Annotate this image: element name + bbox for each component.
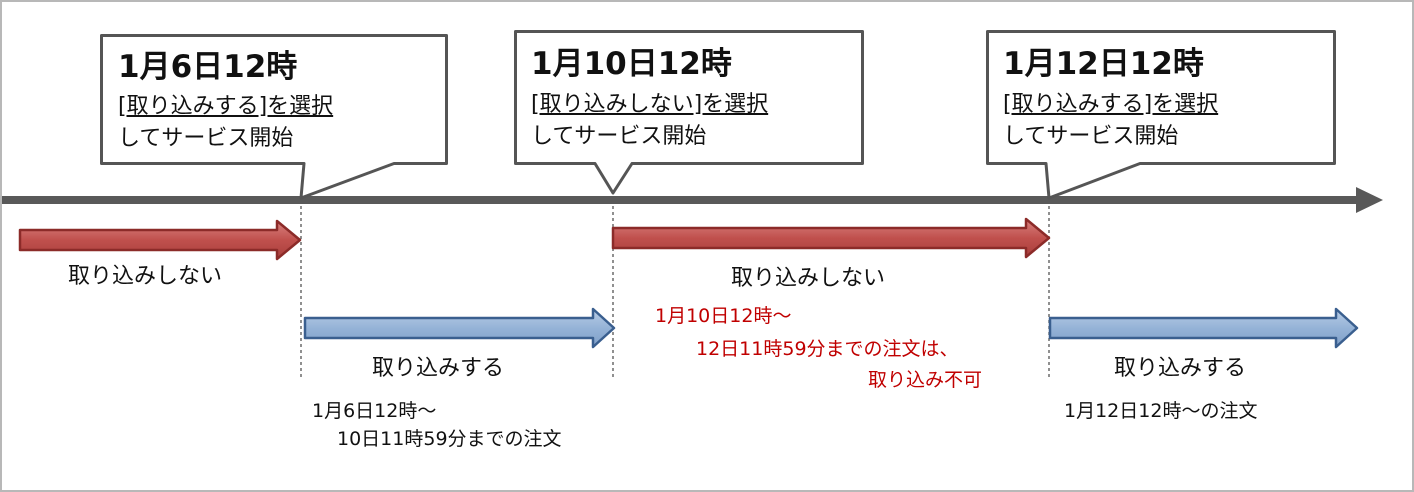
note-blocked-line2: 12日11時59分までの注文は、 [696, 338, 959, 360]
segment-label-off-1: 取り込みしない [68, 264, 223, 289]
callout-action-jan6: [取り込みする]を選択 [118, 88, 333, 120]
callout-action-jan12: [取り込みする]を選択 [1003, 86, 1218, 118]
segment-arrow-off-1 [18, 219, 302, 261]
note-period-3: 1月12日12時～の注文 [1064, 400, 1258, 422]
callout-action-text: [取り込みする]を選択 [1003, 92, 1219, 117]
callout-action-text: [取り込みする]を選択 [118, 94, 334, 119]
callout-time-jan10: 1月10日12時 [531, 46, 732, 82]
callout-start-jan12: してサービス開始 [1003, 124, 1179, 149]
callout-time-jan12: 1月12日12時 [1003, 46, 1204, 82]
callout-action-text: [取り込みしない]を選択 [531, 92, 769, 117]
segment-label-off-2: 取り込みしない [731, 266, 886, 291]
callout-start-jan6: してサービス開始 [118, 126, 294, 151]
note-blocked-line1: 1月10日12時～ [655, 305, 792, 327]
callout-time-jan6: 1月6日12時 [118, 49, 298, 85]
note-blocked-line3: 取り込み不可 [868, 369, 983, 391]
segment-label-on-2: 取り込みする [1114, 356, 1247, 381]
callout-box-jan10 [514, 30, 864, 195]
callout-start-jan10: してサービス開始 [531, 124, 707, 149]
note-period-1-line1: 1月6日12時～ [312, 400, 437, 422]
segment-arrow-off-2 [611, 217, 1051, 259]
callout-box-jan12 [986, 30, 1336, 200]
segment-arrow-on-2 [1048, 307, 1359, 349]
callout-box-jan6 [100, 34, 448, 200]
timeline-axis [2, 187, 1383, 213]
note-period-1-line2: 10日11時59分までの注文 [337, 428, 562, 450]
callout-action-jan10: [取り込みしない]を選択 [531, 86, 768, 118]
segment-label-on-1: 取り込みする [372, 356, 505, 381]
segment-arrow-on-1 [303, 307, 616, 349]
